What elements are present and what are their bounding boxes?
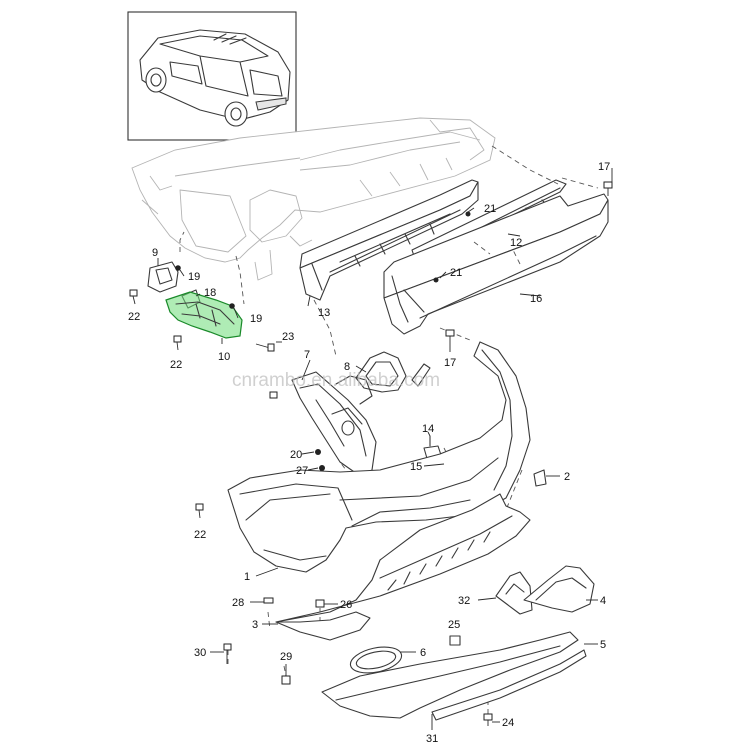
- callout-22-mid: 22: [170, 359, 182, 371]
- part-6-exhaust-trim: [349, 646, 403, 674]
- callout-26: 26: [340, 599, 352, 611]
- nut-20-icon: [315, 449, 321, 455]
- part-13-impact-absorber: [299, 179, 479, 301]
- callout-22-lower: 22: [194, 529, 206, 541]
- callout-25: 25: [448, 619, 460, 631]
- callout-13: 13: [318, 307, 330, 319]
- callout-24: 24: [502, 717, 514, 729]
- part-1-bumper-cover: [227, 341, 531, 573]
- nut-21b-icon: [433, 277, 439, 283]
- part-5-trim-strip: [431, 649, 587, 721]
- screw-17a-icon: [603, 181, 613, 196]
- part-8-frame: [355, 351, 431, 393]
- callout-30: 30: [194, 647, 206, 659]
- fasteners: [129, 181, 613, 726]
- callout-19-lower: 19: [250, 313, 262, 325]
- callout-8: 8: [344, 361, 350, 373]
- callout-17-upper: 17: [598, 161, 610, 173]
- callout-15: 15: [410, 461, 422, 473]
- screw-26-icon: [315, 599, 325, 608]
- part-7-support-bracket: [291, 371, 377, 477]
- callout-31: 31: [426, 733, 438, 745]
- callout-16: 16: [530, 293, 542, 305]
- callout-21-upper: 21: [484, 203, 496, 215]
- callout-23: 23: [282, 331, 294, 343]
- part-16-cross-member: [383, 193, 609, 335]
- body-structure: [131, 117, 496, 281]
- callout-9: 9: [152, 247, 158, 259]
- callout-4: 4: [600, 595, 606, 607]
- part-31-lower-apron: [321, 631, 579, 719]
- screw-22b-icon: [173, 335, 182, 351]
- callout-18: 18: [204, 287, 216, 299]
- part-32-diffuser-insert: [495, 571, 533, 615]
- callout-22-upper-left: 22: [128, 311, 140, 323]
- callout-28: 28: [232, 597, 244, 609]
- callout-21-lower: 21: [450, 267, 462, 279]
- callout-27: 27: [296, 465, 308, 477]
- clip-28-icon: [263, 597, 274, 604]
- leader-lines: [157, 168, 613, 730]
- callout-labels: 9 19 18 22 19 23 10 22 13 21 21 12 16 17…: [128, 161, 610, 745]
- screw-30-icon: [223, 643, 232, 664]
- callout-3: 3: [252, 619, 258, 631]
- callout-10: 10: [218, 351, 230, 363]
- screw-7-icon: [269, 391, 278, 399]
- callout-6: 6: [420, 647, 426, 659]
- nut-19b-icon: [229, 303, 235, 309]
- screw-24-icon: [483, 713, 493, 726]
- part-10-bumper-guide-highlighted: [165, 291, 243, 339]
- callout-20: 20: [290, 449, 302, 461]
- vehicle-overview-inset: [127, 11, 297, 141]
- callout-1: 1: [244, 571, 250, 583]
- callout-17-lower: 17: [444, 357, 456, 369]
- nut-21a-icon: [465, 211, 471, 217]
- screw-22c-icon: [195, 503, 204, 519]
- nut-27-icon: [319, 465, 325, 471]
- callout-7: 7: [304, 349, 310, 361]
- screw-22a-icon: [129, 289, 138, 305]
- suv-rear-view-icon: [139, 29, 291, 127]
- callout-19-upper: 19: [188, 271, 200, 283]
- callout-29: 29: [280, 651, 292, 663]
- part-25-clip: [449, 635, 461, 646]
- part-3-lower-diffuser: [275, 493, 531, 641]
- callout-12: 12: [510, 237, 522, 249]
- callout-5: 5: [600, 639, 606, 651]
- part-9-mount-bracket: [147, 261, 179, 293]
- watermark: cnrambo.en.alibaba.com: [232, 370, 440, 391]
- part-2-clip: [533, 469, 547, 487]
- callout-32: 32: [458, 595, 470, 607]
- callout-14: 14: [422, 423, 434, 435]
- screw-17b-icon: [445, 329, 455, 344]
- bolt-23-icon: [255, 343, 275, 352]
- nut-19a-icon: [175, 265, 181, 271]
- part-4-side-trim: [523, 565, 595, 613]
- callout-2: 2: [564, 471, 570, 483]
- clip-29-icon: [281, 675, 291, 685]
